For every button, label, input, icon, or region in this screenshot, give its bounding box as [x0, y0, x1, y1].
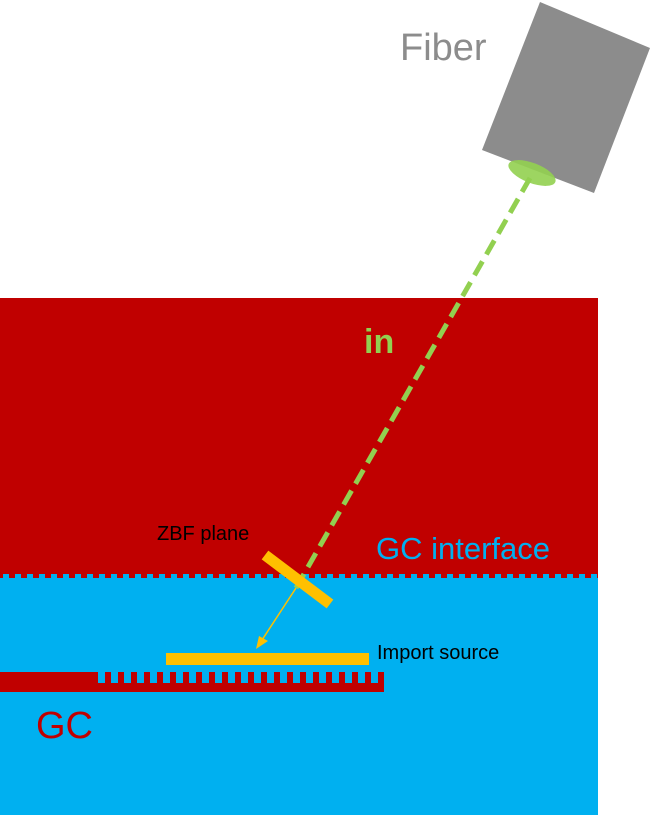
interface-tooth	[423, 574, 429, 579]
gc-tooth	[267, 672, 274, 683]
gc-tooth	[111, 672, 118, 683]
interface-tooth	[567, 574, 573, 579]
interface-tooth	[519, 574, 525, 579]
interface-tooth	[399, 574, 405, 579]
interface-tooth	[63, 574, 69, 579]
gc-tooth	[254, 672, 261, 683]
gc-tooth	[332, 672, 339, 683]
interface-tooth	[51, 574, 57, 579]
interface-tooth	[159, 574, 165, 579]
gc-tooth	[358, 672, 365, 683]
gc-interface-label: GC interface	[376, 531, 550, 566]
gc-tooth	[306, 672, 313, 683]
interface-tooth	[411, 574, 417, 579]
interface-tooth	[459, 574, 465, 579]
interface-tooth	[183, 574, 189, 579]
interface-tooth	[3, 574, 9, 579]
interface-tooth	[579, 574, 585, 579]
fiber-label: Fiber	[400, 27, 487, 69]
gc-tooth	[137, 672, 144, 683]
gc-tooth	[150, 672, 157, 683]
gc-tooth	[228, 672, 235, 683]
interface-tooth	[363, 574, 369, 579]
interface-tooth	[207, 574, 213, 579]
interface-tooth	[255, 574, 261, 579]
interface-tooth	[243, 574, 249, 579]
interface-tooth	[123, 574, 129, 579]
substrate-region	[0, 578, 598, 815]
interface-tooth	[483, 574, 489, 579]
interface-tooth	[543, 574, 549, 579]
propagation-arrow-line	[261, 587, 297, 641]
interface-tooth	[279, 574, 285, 579]
interface-tooth	[303, 574, 309, 579]
interface-tooth	[591, 574, 597, 579]
interface-tooth	[435, 574, 441, 579]
interface-tooth	[555, 574, 561, 579]
gc-tooth	[280, 672, 287, 683]
propagation-arrow-head	[256, 636, 268, 649]
interface-tooth	[531, 574, 537, 579]
zbf-plane-label: ZBF plane	[157, 523, 249, 545]
gc-grating-teeth	[98, 672, 378, 683]
interface-tooth	[39, 574, 45, 579]
interface-tooth	[387, 574, 393, 579]
gc-tooth	[189, 672, 196, 683]
interface-tooth	[135, 574, 141, 579]
interface-tooth	[375, 574, 381, 579]
fiber-facet	[508, 160, 556, 186]
zbf-plane-bar	[261, 550, 334, 609]
interface-tooth	[195, 574, 201, 579]
gc-tooth	[345, 672, 352, 683]
interface-tooth	[471, 574, 477, 579]
interface-tooth	[351, 574, 357, 579]
interface-tooth	[147, 574, 153, 579]
gc-tooth	[124, 672, 131, 683]
gc-tooth	[202, 672, 209, 683]
gc-tooth	[163, 672, 170, 683]
interface-tooth	[87, 574, 93, 579]
interface-tooth	[231, 574, 237, 579]
gc-tooth	[293, 672, 300, 683]
interface-tooth	[507, 574, 513, 579]
interface-tooth	[327, 574, 333, 579]
interface-tooth	[15, 574, 21, 579]
incoming-beam	[293, 176, 533, 590]
gc-tooth	[176, 672, 183, 683]
interface-tooth	[99, 574, 105, 579]
interface-tooth	[219, 574, 225, 579]
import-source-bar	[166, 653, 369, 665]
incoming-label: in	[364, 323, 394, 361]
interface-tooth	[339, 574, 345, 579]
interface-tooth	[315, 574, 321, 579]
interface-tooth	[495, 574, 501, 579]
fiber-body	[482, 2, 650, 193]
interface-tooth	[171, 574, 177, 579]
import-source-label: Import source	[377, 642, 499, 664]
cladding-region	[0, 298, 598, 578]
interface-tooth	[75, 574, 81, 579]
gc-tooth	[98, 672, 105, 683]
gc-tooth	[241, 672, 248, 683]
interface-tooth	[111, 574, 117, 579]
gc-tooth	[215, 672, 222, 683]
gc-tooth	[319, 672, 326, 683]
gc-tooth	[371, 672, 378, 683]
interface-tooth	[267, 574, 273, 579]
interface-tooth	[27, 574, 33, 579]
gc-label: GC	[36, 705, 93, 747]
interface-tooth	[447, 574, 453, 579]
